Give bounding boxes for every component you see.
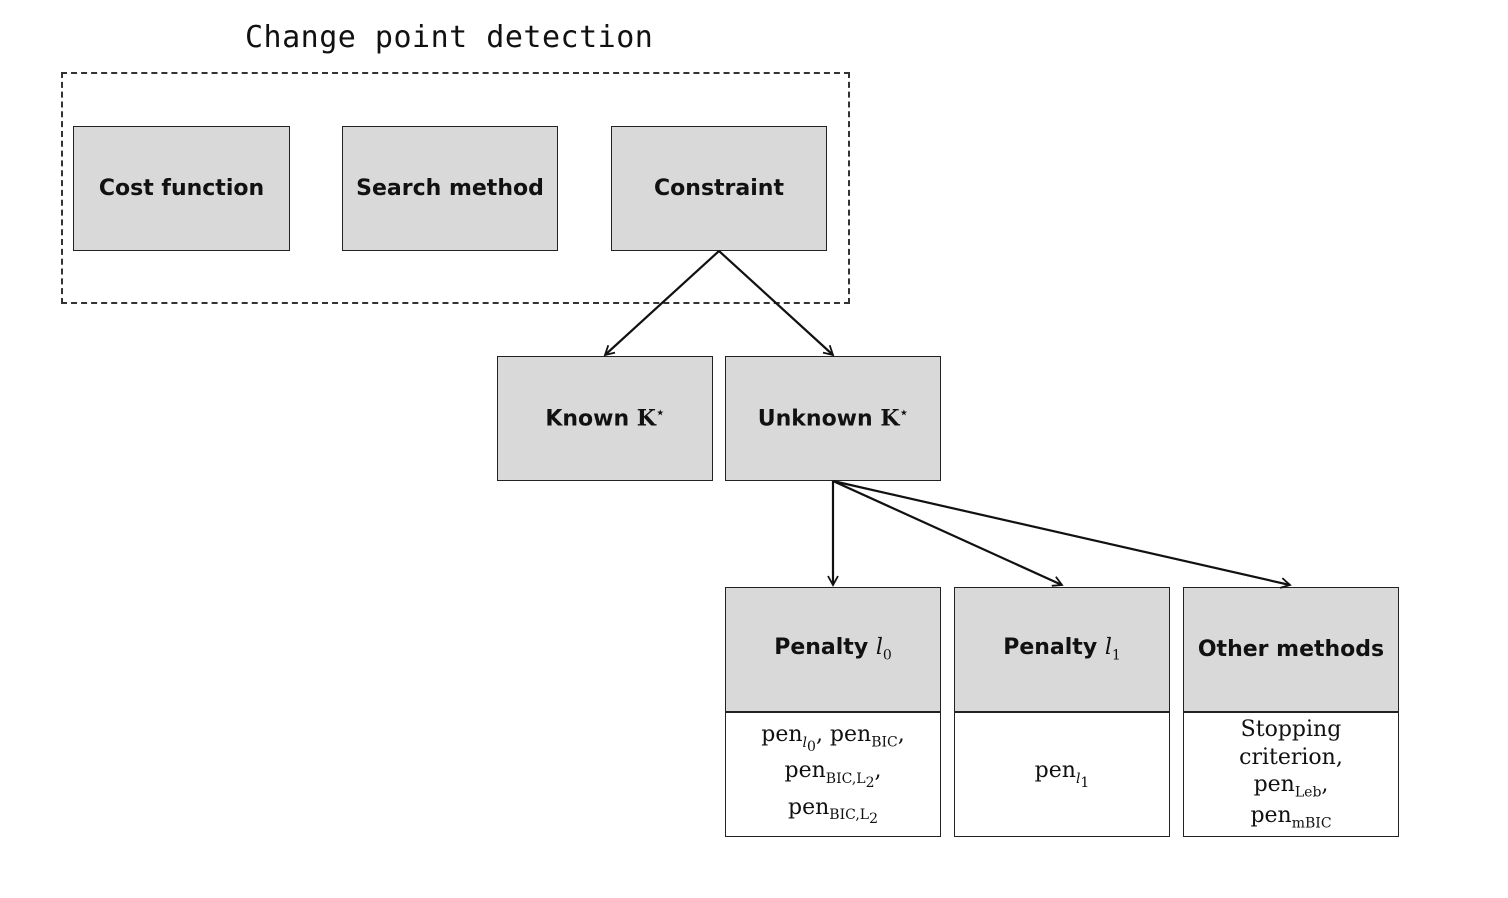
search-method-box: Search method (342, 126, 558, 251)
penalty-l1-details: penl1 (954, 712, 1170, 837)
penalty-l0-box: Penalty l0 (725, 587, 941, 712)
other-methods-details: Stopping criterion, penLeb, penmBIC (1183, 712, 1399, 837)
penalty-l0-details: penl0, penBIC, penBIC,L2, penBIC,L2 (725, 712, 941, 837)
constraint-label: Constraint (654, 176, 784, 201)
edge-constraint-known (603, 250, 720, 357)
unknown-k-box: Unknown K⋆ (725, 356, 941, 481)
known-k-label: Known K⋆ (545, 405, 665, 432)
cost-function-box: Cost function (73, 126, 290, 251)
edge-unknown-penalty-l1 (832, 479, 1064, 587)
other-methods-details-text: Stopping criterion, penLeb, penmBIC (1239, 717, 1343, 832)
penalty-l1-label: Penalty l1 (1003, 635, 1121, 664)
constraint-box: Constraint (611, 126, 827, 251)
penalty-l1-details-text: penl1 (1034, 758, 1090, 791)
change-point-detection-group (61, 72, 850, 304)
edge-unknown-other-methods (832, 479, 1292, 589)
unknown-k-label: Unknown K⋆ (757, 405, 909, 432)
penalty-l0-label: Penalty l0 (774, 635, 892, 664)
edge-constraint-unknown (718, 250, 835, 357)
other-methods-label: Other methods (1197, 637, 1385, 662)
known-k-box: Known K⋆ (497, 356, 713, 481)
penalty-l0-details-text: penl0, penBIC, penBIC,L2, penBIC,L2 (761, 722, 905, 827)
cost-function-label: Cost function (98, 176, 265, 201)
diagram-title: Change point detection (245, 20, 654, 55)
penalty-l1-box: Penalty l1 (954, 587, 1170, 712)
search-method-label: Search method (356, 176, 544, 201)
